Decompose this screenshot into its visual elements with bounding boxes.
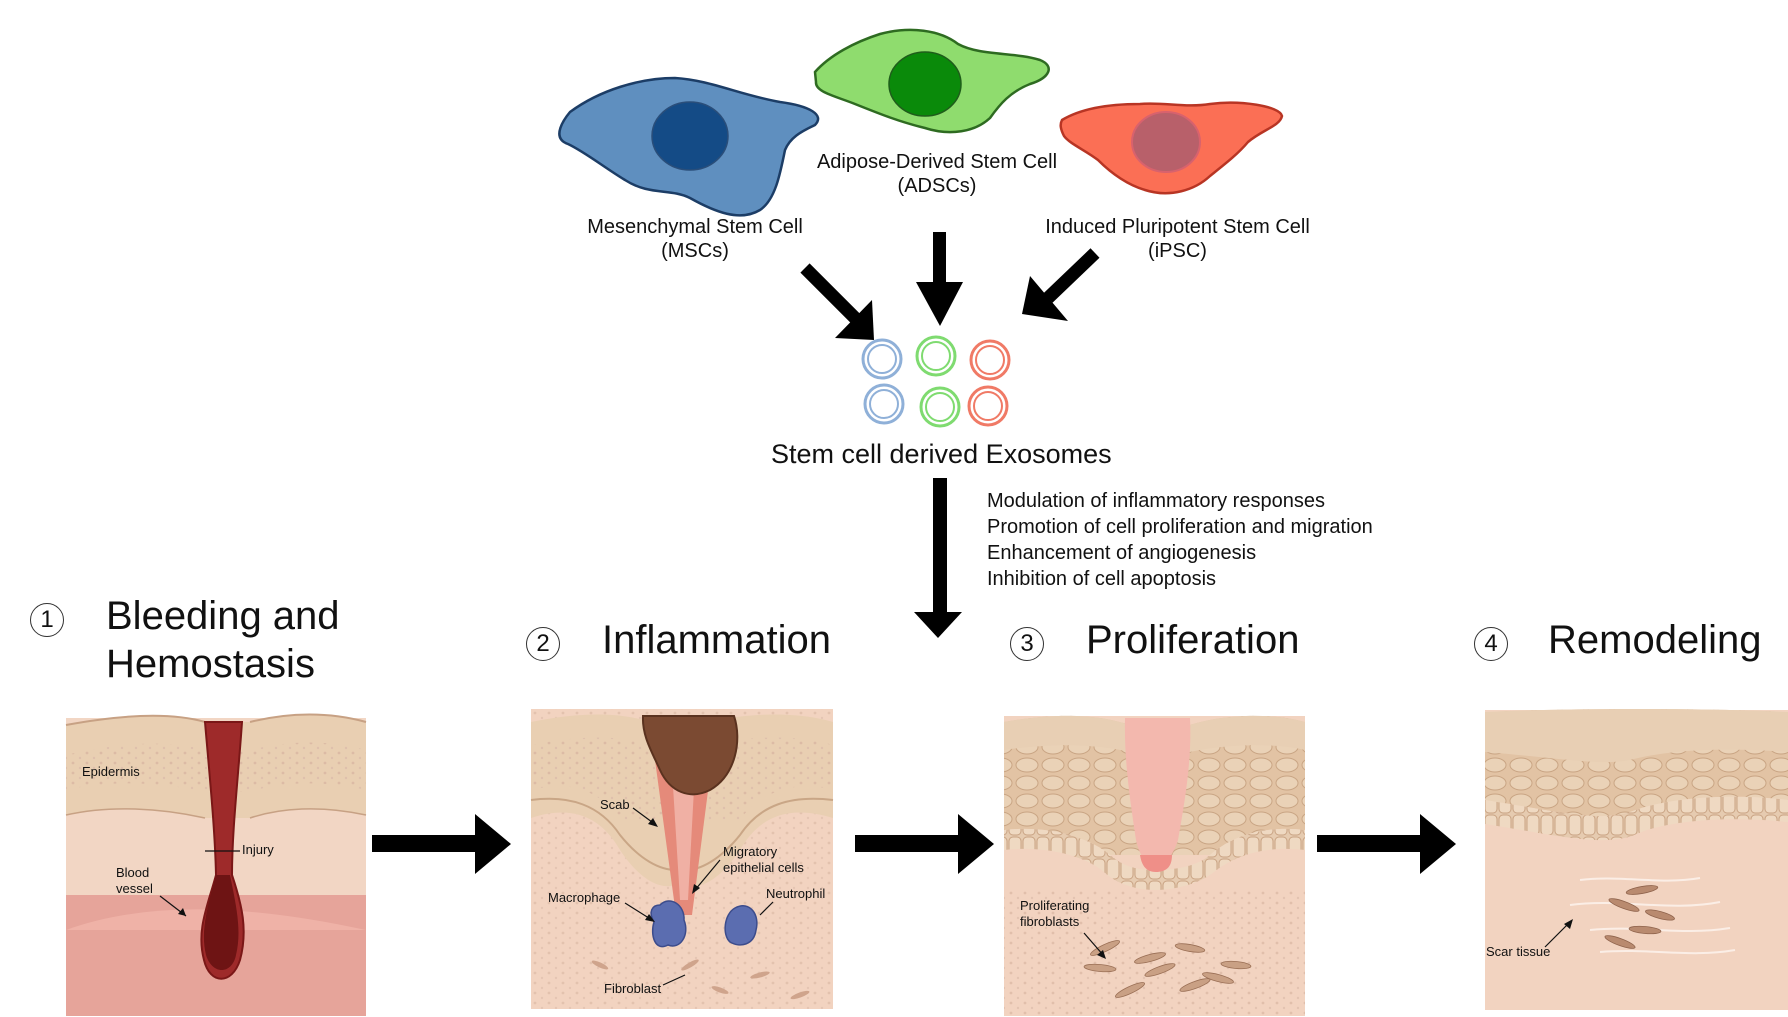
- label-injury: Injury: [242, 842, 274, 857]
- label-blood-vessel-line1: Blood: [116, 865, 150, 880]
- msc-abbr: (MSCs): [661, 240, 729, 262]
- ipsc-abbr: (iPSC): [1148, 240, 1207, 262]
- arrow-msc-to-exosomes: [800, 263, 874, 340]
- label-blood-vessel-line2: vessel: [116, 881, 153, 896]
- effect-item: Promotion of cell proliferation and migr…: [987, 516, 1373, 538]
- healing-wound: [1124, 718, 1191, 866]
- label-prolif-line1: Proliferating: [1020, 898, 1090, 913]
- arrow-stage3-to-stage4: [1317, 814, 1456, 874]
- effect-item: Modulation of inflammatory responses: [987, 490, 1325, 512]
- arrow-stage1-to-stage2: [372, 814, 511, 874]
- scab: [641, 715, 739, 796]
- stage-1-title-line1: Bleeding and: [106, 594, 340, 638]
- macrophage: [650, 900, 687, 948]
- ipsc-label: Induced Pluripotent Stem Cell (iPSC): [1040, 215, 1315, 263]
- msc-label: Mesenchymal Stem Cell (MSCs): [570, 215, 820, 263]
- label-migratory-line2: epithelial cells: [723, 860, 804, 875]
- adsc-abbr: (ADSCs): [897, 175, 977, 197]
- exosome-ipsc-1: [969, 339, 1011, 381]
- stage-4-number: 4: [1474, 627, 1508, 661]
- label-proliferating-fibroblasts: Proliferating fibroblasts: [1020, 898, 1089, 930]
- ipsc-name: Induced Pluripotent Stem Cell: [1045, 216, 1310, 238]
- panel-remodeling: [1485, 709, 1788, 1010]
- label-scab: Scab: [600, 797, 630, 812]
- stage-2-title: Inflammation: [602, 618, 831, 662]
- label-migratory-cells: Migratory epithelial cells: [723, 844, 804, 876]
- exosome-msc-1: [861, 338, 903, 380]
- arrow-exosomes-to-stages: [914, 478, 962, 638]
- panel-inflammation: [530, 709, 834, 1009]
- label-migratory-line1: Migratory: [723, 844, 778, 859]
- label-prolif-line2: fibroblasts: [1020, 914, 1080, 929]
- ipsc-cell: [1059, 101, 1284, 195]
- msc-cell: [558, 76, 820, 217]
- label-blood-vessel: Blood vessel: [116, 865, 153, 897]
- stage-2-number: 2: [526, 627, 560, 661]
- exosome-cluster: [861, 335, 1011, 428]
- stage-3-title: Proliferation: [1086, 618, 1300, 662]
- stage-1-title: Bleeding and Hemostasis: [106, 592, 340, 688]
- neutrophil: [724, 905, 758, 946]
- label-fibroblast: Fibroblast: [604, 981, 662, 996]
- stage-1-number: 1: [30, 603, 64, 637]
- effect-item: Inhibition of cell apoptosis: [987, 568, 1217, 590]
- stage-1-title-line2: Hemostasis: [106, 642, 315, 686]
- adsc-cell: [813, 28, 1050, 134]
- adsc-name: Adipose-Derived Stem Cell: [816, 151, 1058, 173]
- exosomes-title: Stem cell derived Exosomes: [771, 439, 1112, 469]
- arrow-stage2-to-stage3: [855, 814, 994, 874]
- label-scar-tissue: Scar tissue: [1486, 944, 1551, 959]
- stage-3-number: 3: [1010, 627, 1044, 661]
- arrow-ipsc-to-exosomes: [1022, 248, 1100, 321]
- panel-bleeding: [65, 713, 367, 1016]
- panel-proliferation: [1004, 715, 1305, 1016]
- label-macrophage: Macrophage: [548, 890, 621, 905]
- stage-4-title: Remodeling: [1548, 618, 1762, 662]
- label-epidermis: Epidermis: [82, 764, 140, 779]
- exosome-ipsc-2: [967, 385, 1009, 427]
- exosome-adsc-1: [915, 335, 957, 377]
- msc-name: Mesenchymal Stem Cell: [587, 216, 803, 238]
- arrow-adsc-to-exosomes: [916, 232, 963, 326]
- adsc-label: Adipose-Derived Stem Cell (ADSCs): [812, 150, 1062, 198]
- label-neutrophil: Neutrophil: [766, 886, 826, 901]
- exosome-effects-list: Modulation of inflammatory responses Pro…: [987, 488, 1373, 592]
- exosome-adsc-2: [919, 386, 961, 428]
- effect-item: Enhancement of angiogenesis: [987, 542, 1257, 564]
- exosome-msc-2: [863, 383, 905, 425]
